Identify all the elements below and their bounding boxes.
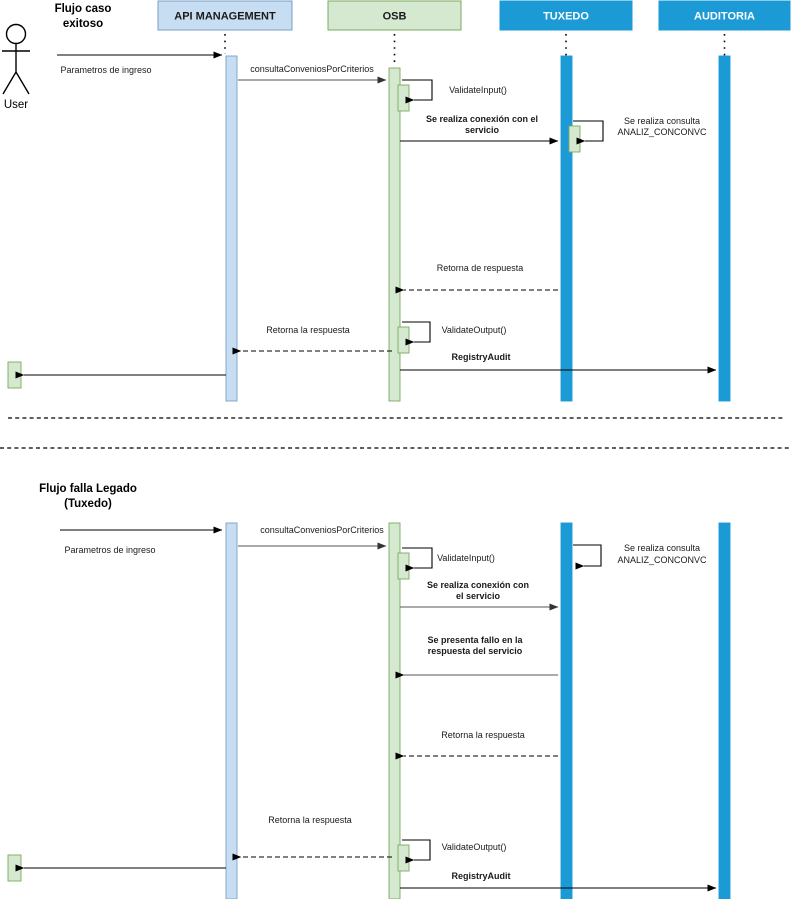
message-conexion-servicio-top: Se realiza conexión con el servicio	[400, 114, 559, 145]
lifeline-box-apim[interactable]	[157, 0, 293, 31]
message-parametros-de-ingreso-bottom: Parametros de ingreso	[60, 526, 223, 555]
message-label: Parametros de ingreso	[64, 545, 155, 555]
activation-auditoria-bottom	[718, 522, 731, 899]
nested-activation-osb-validateoutput	[397, 326, 410, 354]
message-retorna-la-respuesta-top: Retorna la respuesta	[232, 325, 392, 355]
message-label: consultaConveniosPorCriterios	[250, 64, 374, 74]
message-retorna-la-respuesta-apim-bottom: Retorna la respuesta	[232, 815, 392, 861]
message-consultaconveniosporcriterios-bottom: consultaConveniosPorCriterios	[238, 525, 387, 550]
message-conexion-servicio-bottom: Se realiza conexión con el servicio	[400, 580, 559, 611]
message-consulta-analiz-conconvc-top: Se realiza consulta ANALIZ_CONCONVC	[573, 116, 707, 145]
message-self-arrow	[402, 79, 433, 104]
lifeline-box-osb[interactable]	[327, 0, 462, 31]
message-consultaconveniosporcriterios-top: consultaConveniosPorCriterios	[238, 64, 387, 84]
message-retorna-de-respuesta-top: Retorna de respuesta	[395, 263, 558, 294]
message-label: RegistryAudit	[451, 352, 510, 362]
flow-title-falla: Flujo falla Legado (Tuxedo)	[39, 483, 137, 510]
lifeline-label-tuxedo: TUXEDO	[543, 10, 589, 22]
message-label: Retorna la respuesta	[441, 730, 525, 740]
message-label-line2: servicio	[465, 125, 500, 135]
message-validateoutput-top: ValidateOutput()	[402, 321, 507, 346]
message-label: Parametros de ingreso	[60, 65, 151, 75]
message-label-line2: ANALIZ_CONCONVC	[617, 127, 707, 137]
nested-activation-osb-validateinput-bottom	[397, 552, 410, 580]
flow-title-exitoso-line1: Flujo caso	[55, 3, 112, 15]
activation-tuxedo-bottom	[560, 522, 573, 899]
lifeline-header-apim[interactable]: API MANAGEMENT	[157, 0, 293, 31]
message-label-line2: ANALIZ_CONCONVC	[617, 555, 707, 565]
lifeline-header-tuxedo[interactable]: TUXEDO	[499, 0, 633, 31]
actor-user: User	[2, 23, 30, 111]
message-label: ValidateInput()	[437, 553, 495, 563]
message-registryaudit-top: RegistryAudit	[400, 352, 717, 374]
lifeline-header-auditoria[interactable]: AUDITORIA	[658, 0, 791, 31]
message-self-arrow	[402, 321, 431, 346]
message-validateoutput-bottom: ValidateOutput()	[402, 839, 507, 864]
lifeline-box-auditoria[interactable]	[658, 0, 791, 31]
message-self-arrow	[573, 120, 604, 145]
activation-user-bottom-return	[7, 854, 22, 882]
lifeline-header-osb[interactable]: OSB	[327, 0, 462, 31]
nested-activation-tuxedo-consulta	[568, 125, 581, 153]
message-label-line1: Se realiza consulta	[624, 116, 700, 126]
activation-user-top-return	[7, 361, 22, 389]
flow-title-exitoso-line2: exitoso	[63, 18, 103, 30]
actor-head-icon	[5, 23, 27, 45]
message-label-line2: el servicio	[456, 591, 501, 601]
activation-tuxedo-top	[560, 55, 573, 402]
message-validateinput-top: ValidateInput()	[402, 79, 507, 104]
nested-activation-osb-validateoutput-bottom	[397, 844, 410, 872]
flow-title-exitoso: Flujo caso exitoso	[55, 3, 112, 30]
lifeline-box-tuxedo[interactable]	[499, 0, 633, 31]
activation-osb-bottom	[388, 522, 401, 899]
message-validateinput-bottom: ValidateInput()	[402, 547, 495, 572]
message-label: ValidateOutput()	[442, 325, 507, 335]
message-parametros-de-ingreso-top: Parametros de ingreso	[57, 51, 223, 75]
message-label-line1: Se realiza conexión con el	[426, 114, 538, 124]
message-label-line1: Se realiza consulta	[624, 543, 700, 553]
message-self-arrow	[402, 839, 431, 864]
message-label: Retorna la respuesta	[266, 325, 350, 335]
lifeline-label-auditoria: AUDITORIA	[694, 10, 755, 22]
message-label: Retorna la respuesta	[268, 815, 352, 825]
lifeline-label-apim: API MANAGEMENT	[174, 10, 276, 22]
message-label: ValidateOutput()	[442, 842, 507, 852]
actor-leg-left-icon	[2, 71, 17, 95]
activation-auditoria-top	[718, 55, 731, 402]
lifeline-label-osb: OSB	[383, 10, 407, 22]
nested-activation-osb-validateinput	[397, 84, 410, 112]
message-label: RegistryAudit	[451, 871, 510, 881]
activation-apim-bottom	[225, 522, 238, 899]
actor-leg-right-icon	[15, 71, 30, 95]
message-self-arrow	[402, 547, 433, 572]
message-label-line1: Se realiza conexión con	[427, 580, 529, 590]
actor-user-label: User	[4, 99, 28, 111]
message-label: Retorna de respuesta	[437, 263, 524, 273]
flow-title-falla-line2: (Tuxedo)	[64, 498, 112, 510]
activation-apim-top	[225, 55, 238, 402]
activation-osb-top	[388, 67, 401, 402]
message-consulta-analiz-conconvc-bottom: Se realiza consulta ANALIZ_CONCONVC	[573, 543, 707, 570]
message-label: consultaConveniosPorCriterios	[260, 525, 384, 535]
message-label-line1: Se presenta fallo en la	[427, 635, 523, 645]
message-fallo-respuesta-servicio-bottom: Se presenta fallo en la respuesta del se…	[395, 635, 558, 679]
message-retorna-la-respuesta-tuxedo-bottom: Retorna la respuesta	[395, 730, 558, 760]
message-registryaudit-bottom: RegistryAudit	[400, 871, 717, 892]
message-label-line2: respuesta del servicio	[428, 646, 523, 656]
message-self-arrow	[573, 544, 602, 570]
message-label: ValidateInput()	[449, 85, 507, 95]
flow-title-falla-line1: Flujo falla Legado	[39, 483, 137, 495]
